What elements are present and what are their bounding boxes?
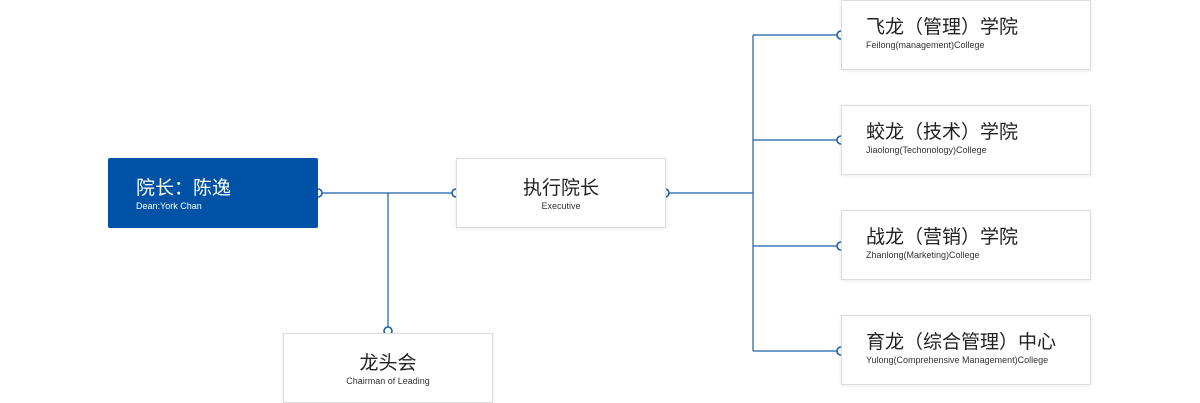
college-subtitle: Jiaolong(Techonology)College: [866, 145, 987, 155]
college-subtitle: Yulong(Comprehensive Management)College: [866, 355, 1049, 365]
dean-subtitle: Dean:York Chan: [136, 201, 202, 211]
college-node-feilong: 飞龙（管理）学院 Feilong(management)College: [841, 0, 1091, 70]
college-node-yulong: 育龙（综合管理）中心 Yulong(Comprehensive Manageme…: [841, 315, 1091, 385]
college-title: 战龙（营销）学院: [866, 226, 1019, 248]
executive-subtitle: Executive: [541, 201, 581, 211]
college-title: 育龙（综合管理）中心: [866, 331, 1057, 353]
college-subtitle: Zhanlong(Marketing)College: [866, 250, 980, 260]
college-title: 蛟龙（技术）学院: [866, 121, 1019, 143]
college-subtitle: Feilong(management)College: [866, 40, 985, 50]
college-node-zhanlong: 战龙（营销）学院 Zhanlong(Marketing)College: [841, 210, 1091, 280]
college-title: 飞龙（管理）学院: [866, 16, 1019, 38]
dean-title: 院长：陈逸: [136, 177, 232, 199]
council-title: 龙头会: [359, 352, 417, 374]
council-subtitle: Chairman of Leading: [346, 376, 430, 386]
council-node: 龙头会 Chairman of Leading: [283, 333, 493, 403]
executive-title: 执行院长: [522, 177, 599, 199]
dean-node: 院长：陈逸 Dean:York Chan: [108, 158, 318, 228]
college-node-jiaolong: 蛟龙（技术）学院 Jiaolong(Techonology)College: [841, 105, 1091, 175]
executive-node: 执行院长 Executive: [456, 158, 666, 228]
